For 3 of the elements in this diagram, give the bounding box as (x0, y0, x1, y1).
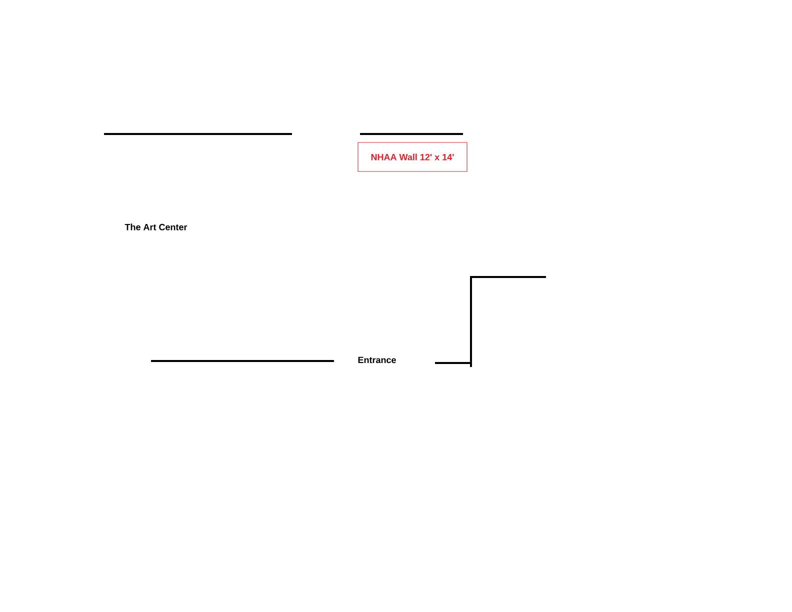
room-label: Entrance (358, 356, 396, 364)
room-label: The Art Center (124, 224, 188, 230)
wall-sign-box: NHAA Wall 12' x 14' (358, 142, 468, 172)
